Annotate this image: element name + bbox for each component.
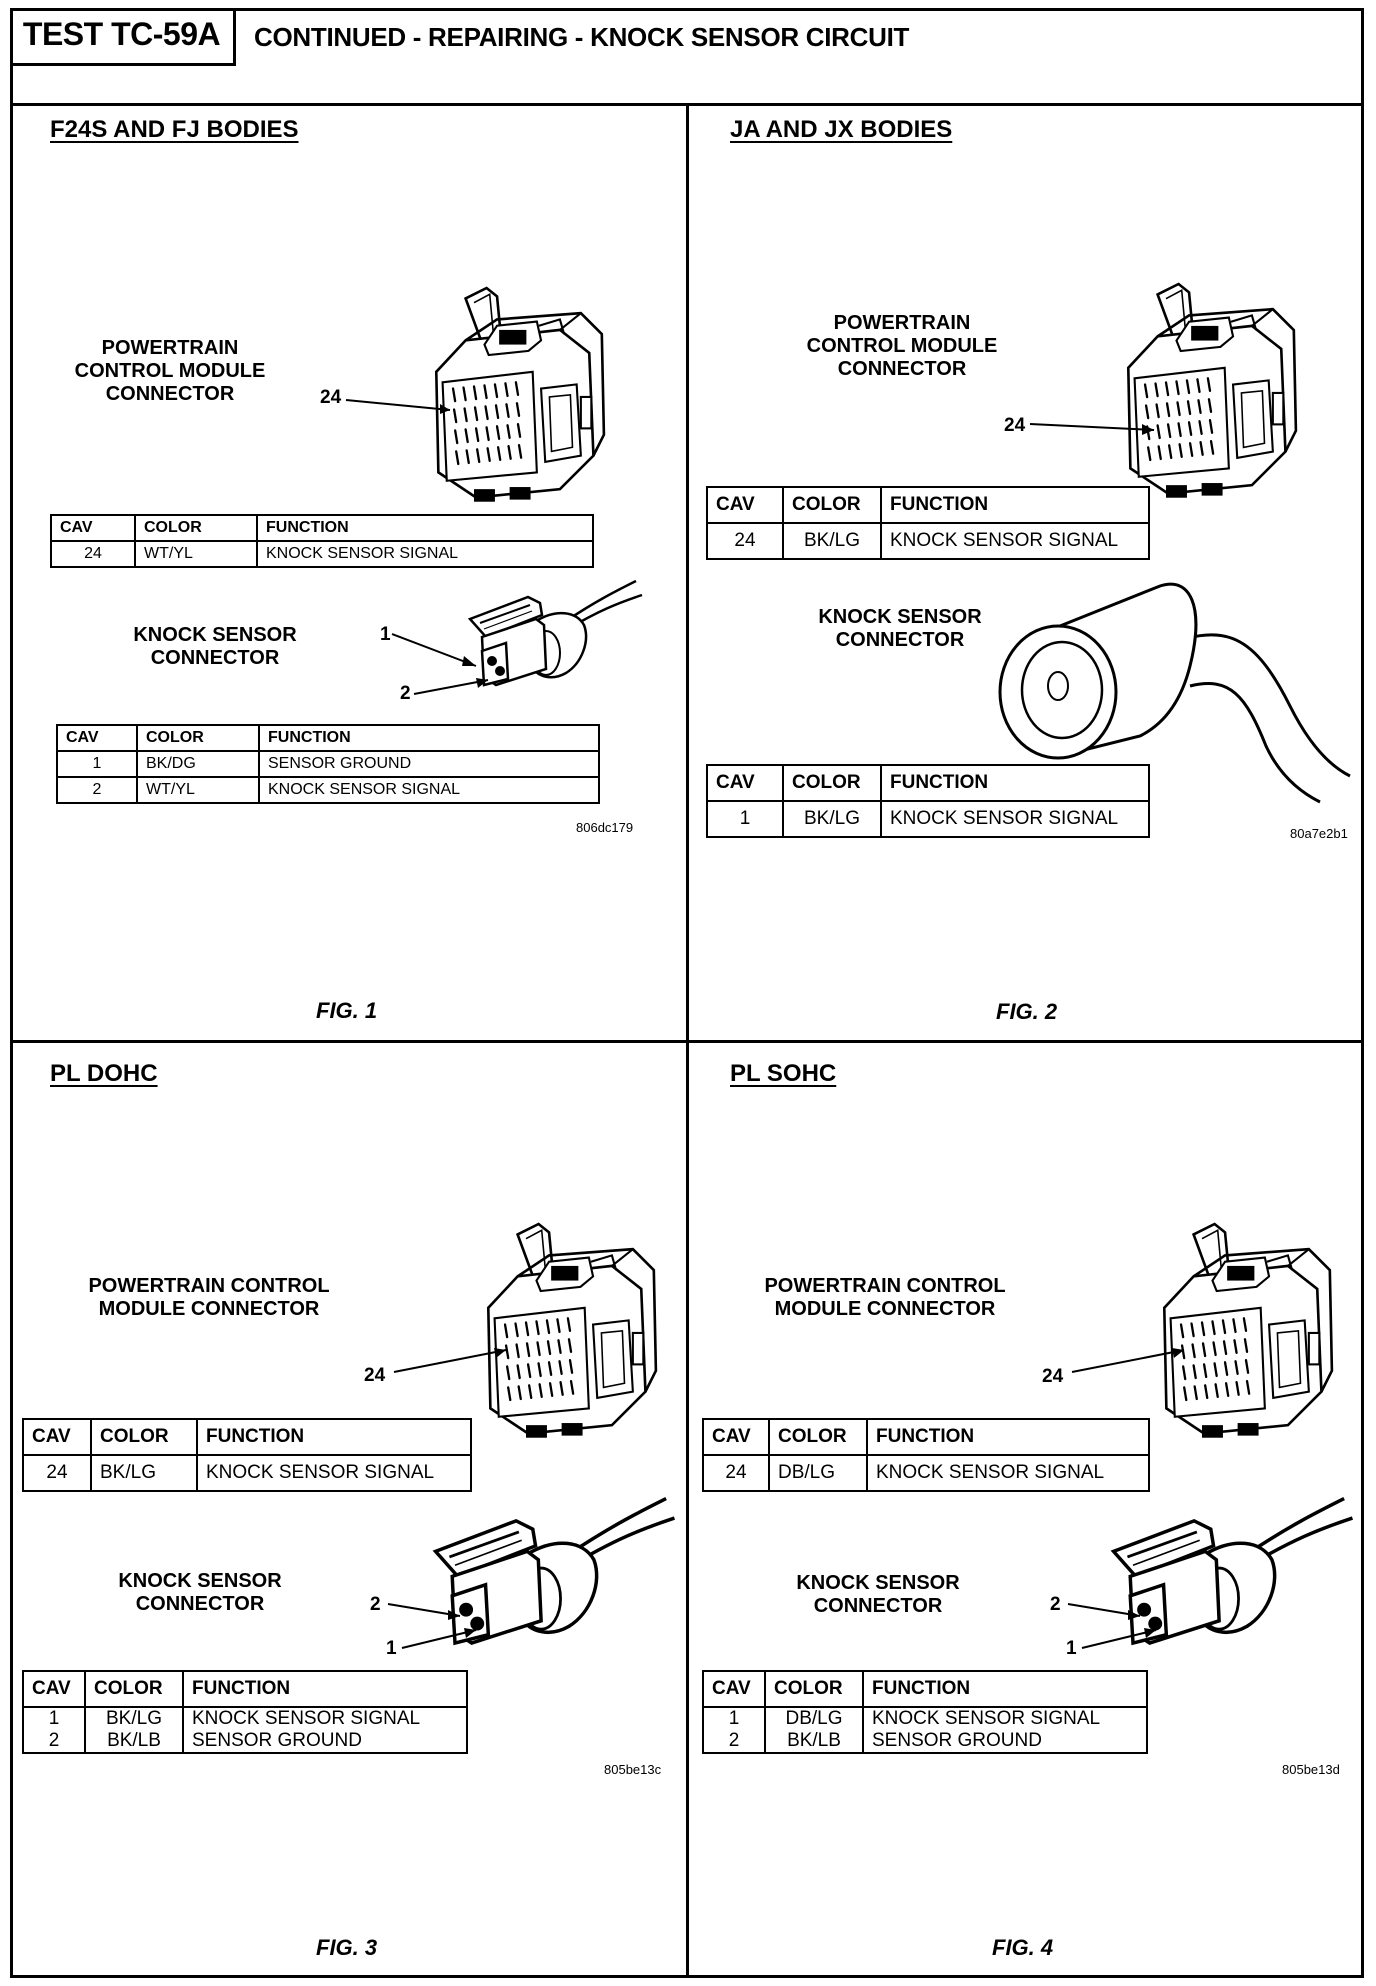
panel-3-title: PL DOHC (50, 1060, 158, 1087)
pin-24-label: 24 (320, 387, 342, 408)
horizontal-divider (10, 1040, 1364, 1043)
pin-2-leader (413, 678, 489, 695)
page-title: CONTINUED - REPAIRING - KNOCK SENSOR CIR… (254, 22, 910, 52)
pin-2-leader (1067, 1603, 1141, 1620)
pin-1-label: 1 (1066, 1638, 1077, 1659)
figure-caption: FIG. 2 (996, 999, 1058, 1024)
pin-24-leader (1071, 1348, 1185, 1373)
pcm-connector-icon (1162, 1222, 1334, 1440)
knock-sensor-plug-icon (998, 582, 1351, 804)
pin-1-leader (401, 1628, 477, 1649)
pin-2-label: 2 (370, 1594, 381, 1615)
figure-code: 806dc179 (576, 820, 634, 835)
figure-caption: FIG. 3 (316, 1935, 378, 1960)
pin-24-label: 24 (1004, 415, 1026, 436)
pin-1-leader (391, 633, 477, 667)
pin-2-leader (387, 1603, 461, 1620)
pin-2-label: 2 (1050, 1594, 1061, 1615)
figure-caption: FIG. 4 (992, 1935, 1054, 1960)
figure-code: 80a7e2b1 (1290, 826, 1348, 841)
pin-24-label: 24 (364, 1365, 386, 1386)
panel-1-title: F24S AND FJ BODIES (50, 116, 299, 143)
pcm-connector-icon (486, 1222, 658, 1440)
panel-2-title: JA AND JX BODIES (730, 116, 953, 143)
pin-2-label: 2 (400, 683, 411, 704)
pin-1-label: 1 (380, 624, 391, 645)
figure-code: 805be13c (604, 1762, 662, 1777)
pin-1-label: 1 (386, 1638, 397, 1659)
test-id: TEST TC-59A (10, 8, 236, 66)
pin-1-leader (1081, 1628, 1157, 1649)
panel-4-title: PL SOHC (730, 1060, 837, 1087)
pin-24-leader (345, 399, 451, 414)
figure-caption: FIG. 1 (316, 998, 378, 1023)
pcm-connector-icon (1126, 282, 1298, 500)
pin-24-leader (393, 1348, 507, 1373)
figure-code: 805be13d (1282, 1762, 1340, 1777)
pin-24-leader (1029, 423, 1155, 435)
pin-24-label: 24 (1042, 1366, 1064, 1387)
